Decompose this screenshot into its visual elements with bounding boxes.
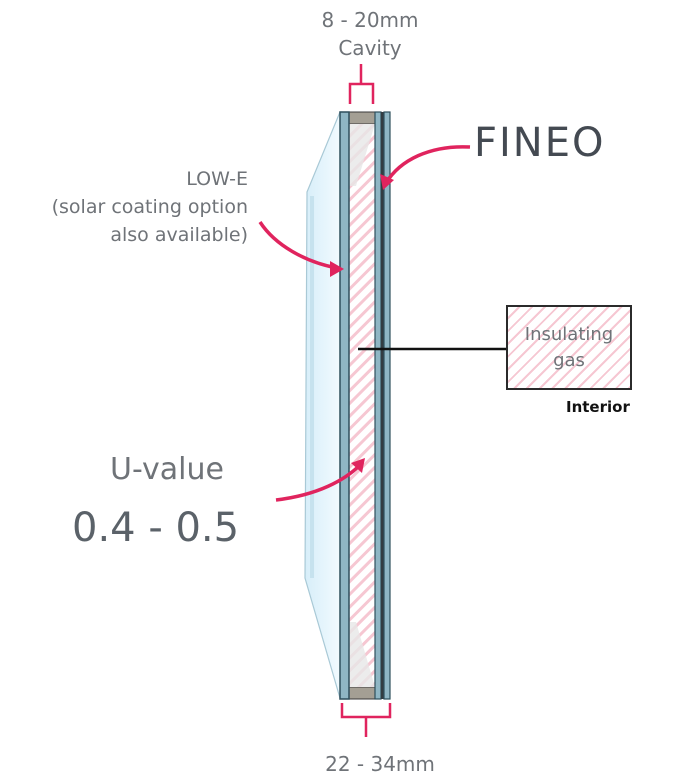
cavity-text: Cavity — [338, 36, 402, 60]
cavity-bracket — [348, 64, 375, 104]
interlayer — [381, 112, 384, 699]
arrow-icon — [258, 221, 344, 277]
low-e-label: LOW-E (solar coating option also availab… — [10, 165, 248, 249]
insulating-gas-text: Insulating gas — [524, 323, 614, 371]
arrow-icon — [275, 458, 365, 502]
low-e-note-1: (solar coating option — [51, 196, 248, 218]
cavity-dimension-label: 8 - 20mm Cavity — [300, 6, 440, 62]
bottom-spacer — [348, 686, 376, 700]
top-spacer — [348, 111, 376, 125]
top-seal — [349, 124, 375, 186]
low-e-note-2: also available) — [110, 224, 248, 246]
u-value-range: 0.4 - 0.5 — [72, 505, 240, 551]
cavity-range-text: 8 - 20mm — [321, 8, 419, 32]
inner-glass-pane-1 — [374, 111, 382, 700]
low-e-title: LOW-E — [186, 168, 248, 190]
gas-cavity — [349, 124, 375, 687]
u-value-title: U-value — [110, 452, 224, 487]
total-thickness-label: 22 - 34mm — [325, 752, 435, 776]
fineo-logo: FINEO — [474, 120, 606, 166]
inner-glass-pane-2 — [383, 111, 391, 700]
thickness-bracket — [340, 703, 392, 737]
arrow-icon — [380, 145, 471, 190]
insulating-gas-box: Insulating gas — [506, 305, 632, 390]
interior-label: Interior — [566, 398, 630, 416]
bottom-seal — [349, 622, 375, 687]
low-e-glass-pane — [339, 111, 350, 700]
